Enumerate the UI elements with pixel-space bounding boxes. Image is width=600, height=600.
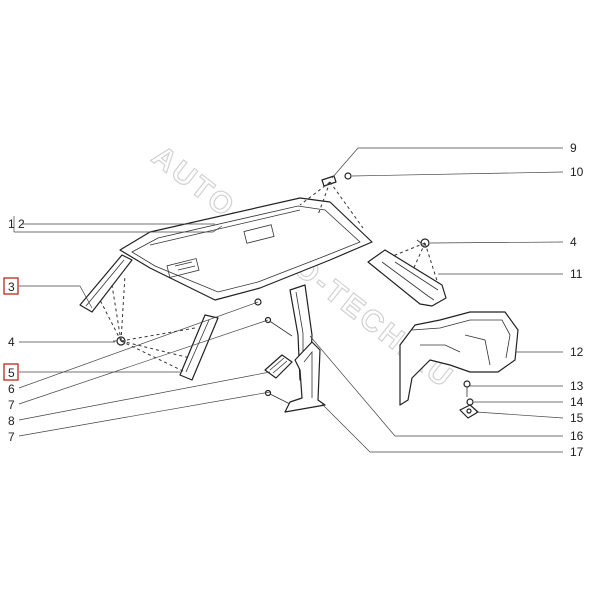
headliner-part [119,197,373,301]
callout-4-right: 4 [570,235,577,249]
highlight-box-3 [3,277,19,295]
screw-13 [463,380,471,397]
callout-5: 5 [8,366,15,380]
callout-7-a: 7 [8,398,15,412]
assembly-lines-left [99,274,196,373]
callout-11: 11 [570,267,583,281]
callout-3: 3 [8,280,15,294]
pillar-trim-front-left [79,254,133,313]
screw-lower [264,389,293,406]
callout-4-left: 4 [8,335,15,349]
callout-16: 16 [570,429,584,443]
leader-lines-left [13,216,271,437]
fastener-9-10 [299,172,364,229]
pillar-trim-center-lower [284,341,326,413]
callout-1-2: 1 2 [8,217,25,231]
nut-15 [459,404,479,419]
washer-14 [466,398,474,406]
pad-part [264,354,293,379]
callout-15: 15 [570,411,584,425]
clip-right [387,238,441,291]
highlight-box-5 [3,363,19,381]
callout-13: 13 [570,379,584,393]
callout-10: 10 [570,165,584,179]
rear-pillar-trim [367,249,447,307]
callout-17: 17 [570,445,584,459]
callout-6: 6 [8,382,15,396]
leader-lines-right [309,147,564,453]
callout-14: 14 [570,395,584,409]
pillar-trim-center-left [179,314,219,381]
callout-8: 8 [8,414,15,428]
callout-12: 12 [570,345,584,359]
wheel-arch-trim [399,311,519,406]
callout-7-b: 7 [8,430,15,444]
screw-upper [264,316,293,337]
callout-9: 9 [570,141,577,155]
